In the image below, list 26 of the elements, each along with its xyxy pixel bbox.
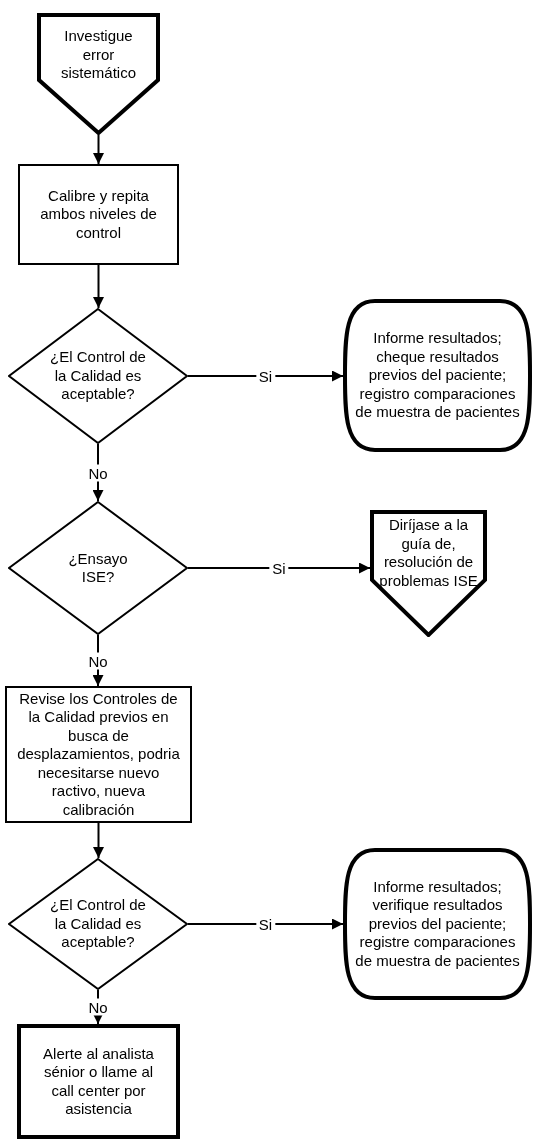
node-text: ¿El Control de la Calidad es aceptable? — [49, 896, 147, 952]
process-box — [18, 164, 179, 265]
process-box — [17, 1024, 180, 1139]
arrow — [187, 918, 344, 930]
node-text: Investigue error sistemático — [60, 27, 137, 83]
node-text: Revise los Controles de la Calidad previos en busca de desplazamientos, podria necesitarse nuevo ractivo, nueva calibración — [17, 689, 180, 820]
offpage-connector — [37, 13, 160, 135]
node-text: Informe resultados; verifique resultados previos del paciente; registre comparaciones de muestra de pacientes — [354, 877, 521, 971]
terminal-shape — [343, 848, 532, 1000]
decision-diamond — [8, 308, 188, 444]
offpage-connector — [370, 510, 487, 637]
arrow — [187, 562, 371, 574]
node-text: Calibre y repita ambos niveles de control — [39, 186, 158, 243]
arrow — [93, 822, 104, 859]
node-text: ¿Ensayo ISE? — [67, 549, 129, 587]
process-box — [5, 686, 192, 823]
arrow — [93, 264, 104, 309]
node-text: Alerte al analista sénior o llame al call center por asistencia — [42, 1044, 155, 1119]
node-text: ¿El Control de la Calidad es aceptable? — [49, 348, 147, 404]
decision-diamond — [8, 858, 188, 990]
arrow — [93, 134, 104, 165]
decision-diamond — [8, 501, 188, 635]
terminal-shape — [343, 299, 532, 452]
node-text: Diríjase a la guía de, resolución de problemas ISE — [378, 516, 479, 590]
arrow — [187, 370, 344, 382]
node-text: Informe resultados; cheque resultados previos del paciente; registro comparaciones de muestra de pacientes — [354, 329, 521, 422]
